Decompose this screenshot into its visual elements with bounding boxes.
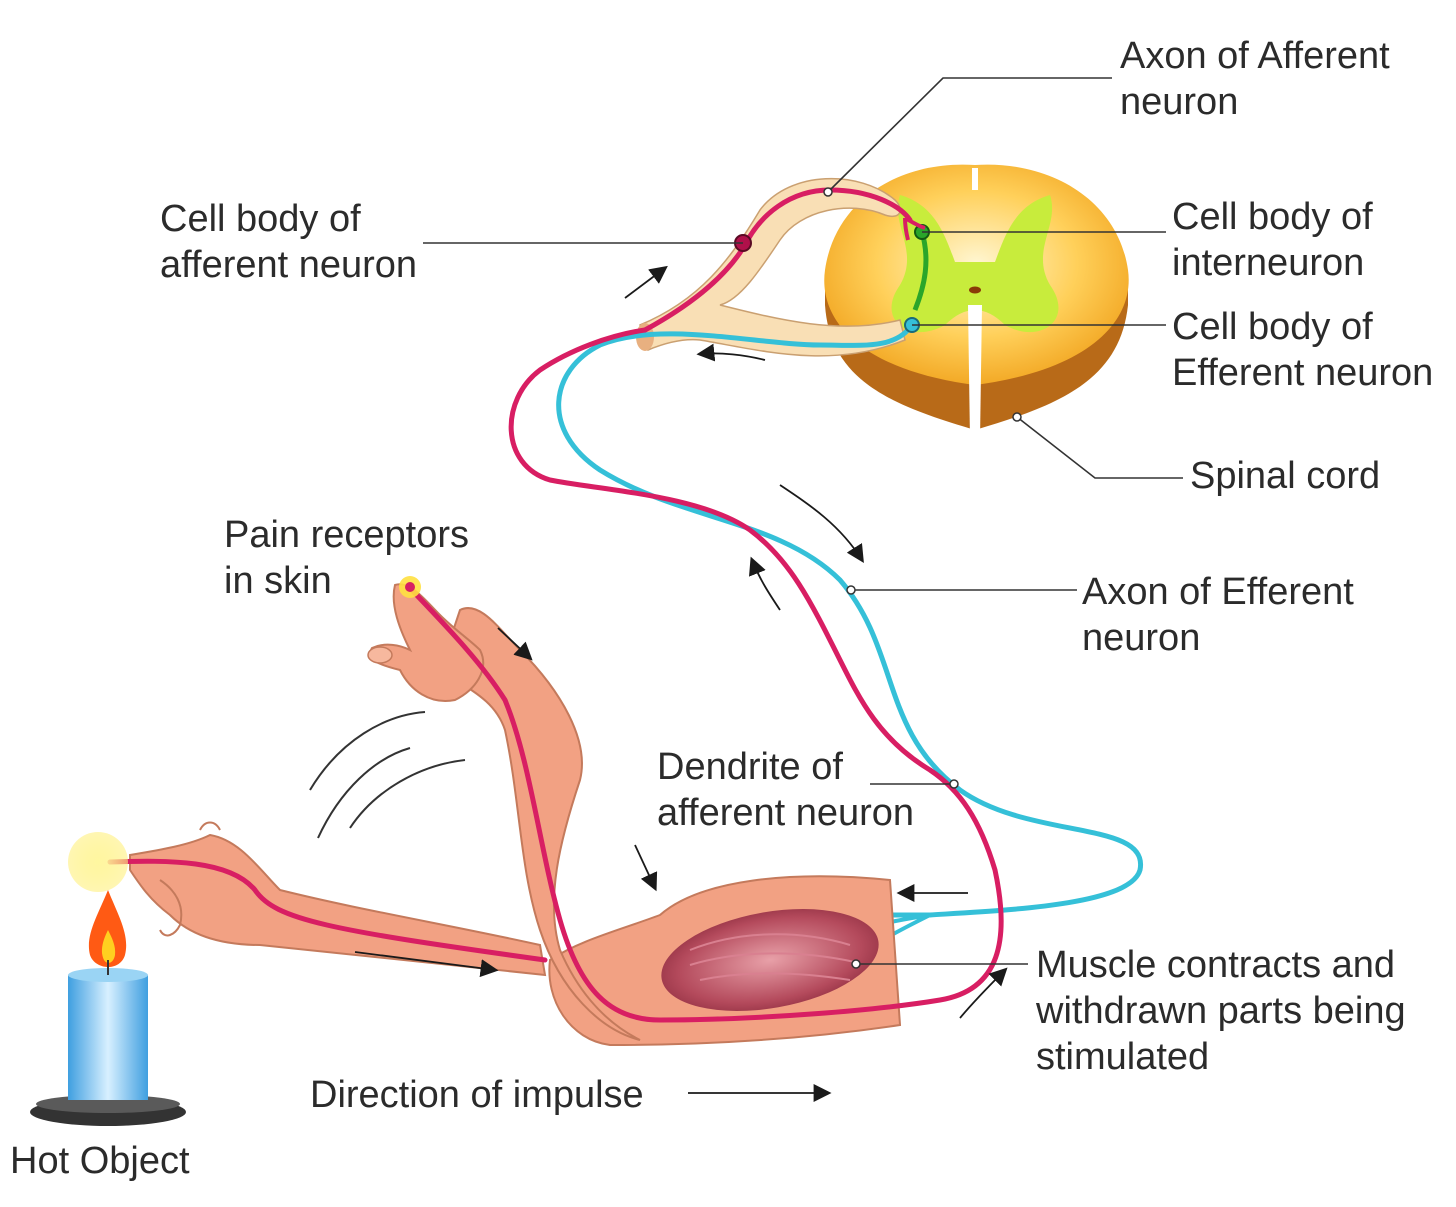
label-muscle: Muscle contracts and withdrawn parts bei… [1036,944,1406,1078]
motion-lines [309,711,466,839]
label-cell-body-afferent: Cell body of afferent neuron [160,198,418,286]
afferent-neuron [107,187,1004,1023]
spinal-cord [824,164,1129,440]
impulse-arrows [354,265,1008,1102]
label-pain-receptors: Pain receptors in skin [224,514,470,602]
afferent-axon [642,187,913,333]
leader-dots [823,187,1022,969]
efferent-axon [556,322,1143,918]
candle [30,832,186,1126]
label-axon-afferent: Axon of Afferent neuron [1120,35,1390,123]
biceps-muscle [661,909,879,1011]
raised-hand [369,583,485,702]
label-hot-object: Hot Object [10,1140,190,1182]
gray-matter [891,195,1059,333]
forearm-extended [129,833,547,977]
leader-lines [423,77,1183,965]
label-cell-body-efferent: Cell body of Efferent neuron [1172,306,1434,394]
candle-body [68,975,148,1100]
heat-glow [68,832,128,892]
label-spinal-cord: Spinal cord [1190,455,1381,497]
afferent-path-extended-arm [107,858,548,963]
afferent-path-raised-arm [407,327,1004,1023]
label-axon-efferent: Axon of Efferent neuron [1082,571,1354,659]
label-dendrite-afferent: Dendrite of afferent neuron [657,746,915,834]
flame [88,890,127,968]
label-cell-body-interneuron: Cell body of interneuron [1172,196,1373,284]
label-direction-of-impulse: Direction of impulse [310,1074,644,1116]
